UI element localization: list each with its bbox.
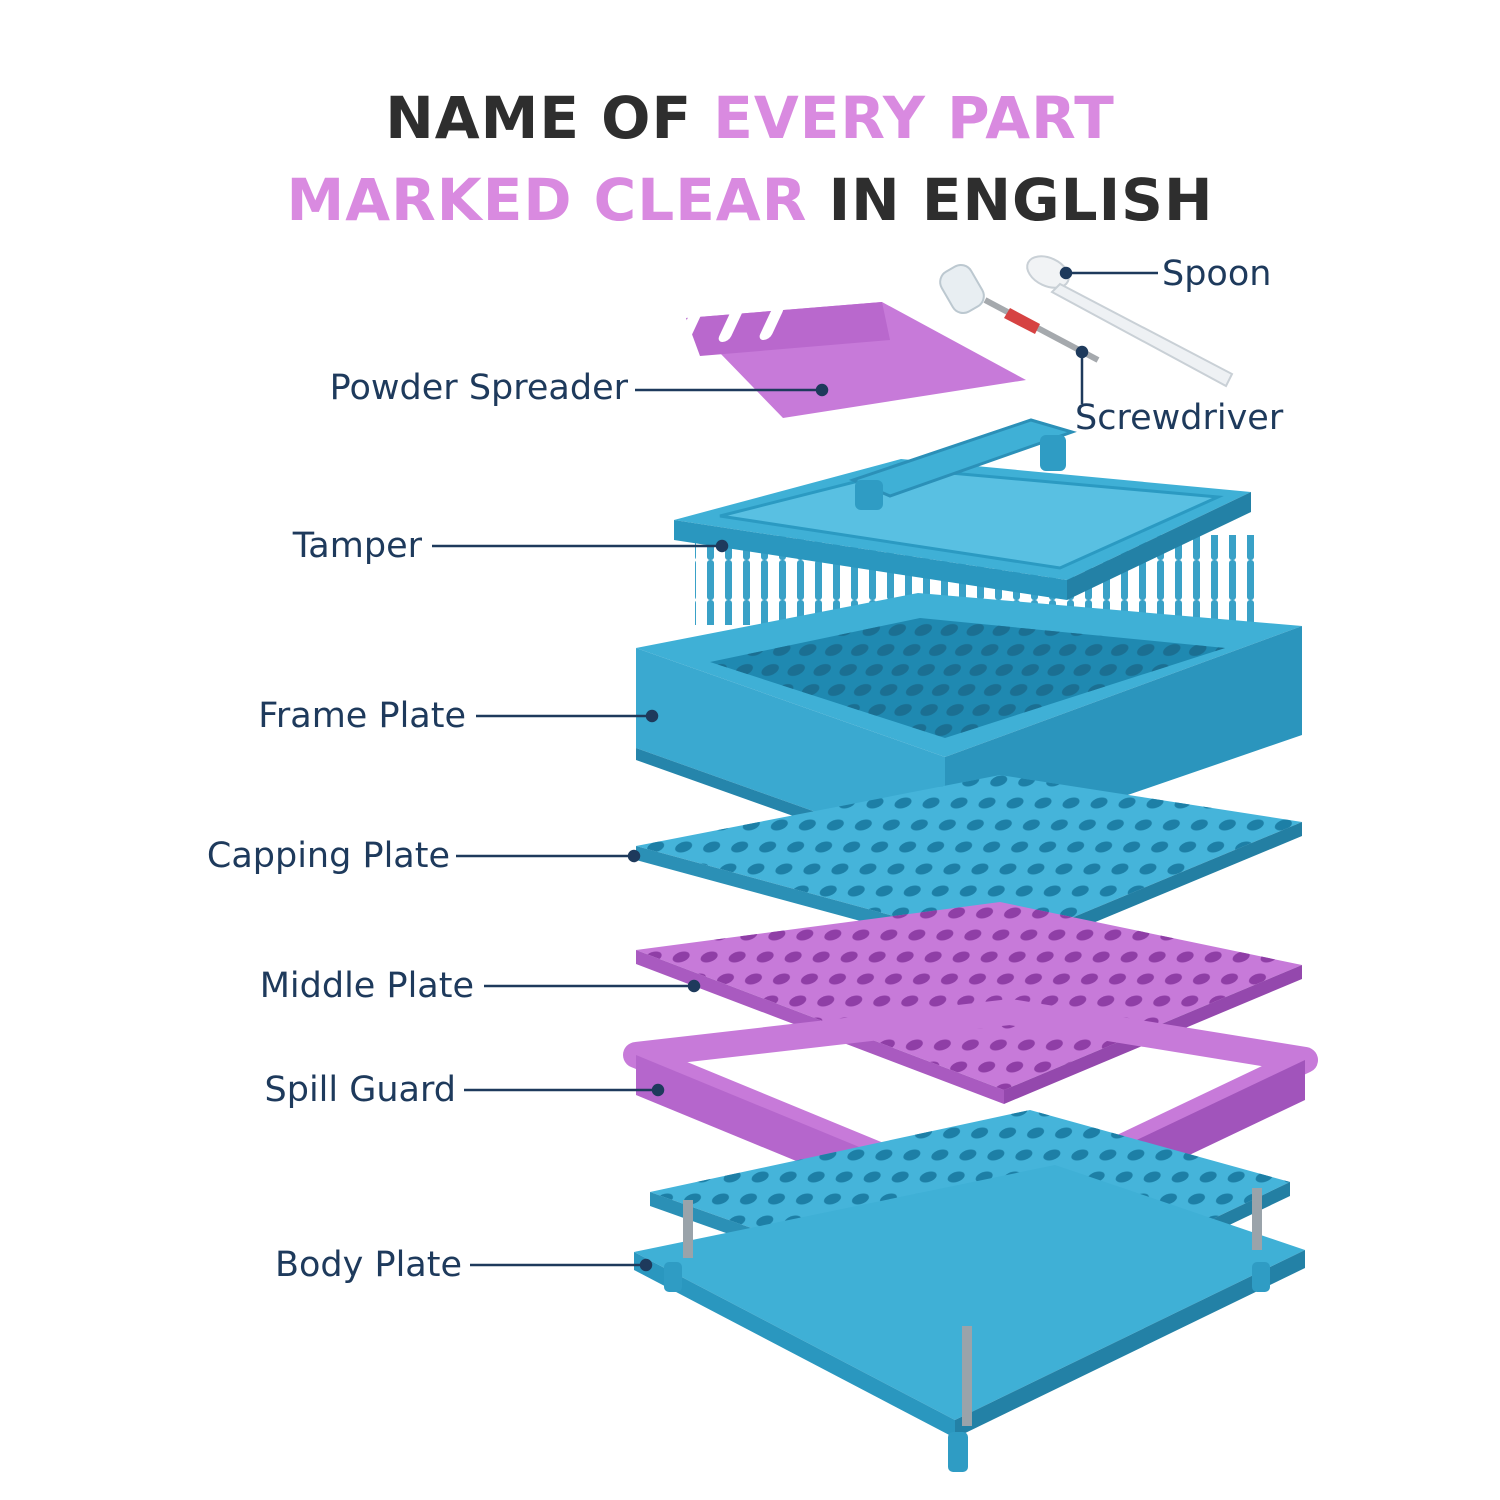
powder-spreader-leader-dot — [815, 383, 829, 397]
tamper-part — [674, 418, 1255, 625]
body-plate-part — [634, 1110, 1305, 1472]
label-capping-plate: Capping Plate — [206, 836, 450, 876]
spoon-part — [1026, 255, 1234, 388]
label-spoon: Spoon — [1162, 254, 1272, 294]
tamper-leader-dot — [715, 539, 729, 553]
headline-line-1: NAME OF EVERY PART — [0, 84, 1500, 152]
middle-plate-leader-dot — [687, 979, 701, 993]
headline-accent-text-2: MARKED CLEAR — [286, 166, 808, 234]
label-tamper: Tamper — [292, 526, 422, 566]
capping-plate-leader-dot — [627, 849, 641, 863]
body-plate-leader-dot — [639, 1258, 653, 1272]
spoon-leader-dot — [1059, 266, 1073, 280]
label-powder-spreader: Powder Spreader — [329, 368, 628, 408]
label-middle-plate: Middle Plate — [259, 966, 474, 1006]
screwdriver-leader-dot — [1075, 345, 1089, 359]
headline-accent-text-1: EVERY PART — [713, 84, 1115, 152]
label-spill-guard: Spill Guard — [264, 1070, 456, 1110]
leader-lines — [432, 266, 1158, 1272]
headline-dark-text-1: NAME OF — [385, 84, 693, 152]
label-body-plate: Body Plate — [274, 1245, 462, 1285]
spill-guard-leader-dot — [651, 1083, 665, 1097]
headline-dark-text-2: IN ENGLISH — [828, 166, 1214, 234]
middle-plate-part — [636, 902, 1302, 1104]
frame-plate-leader-dot — [645, 709, 659, 723]
headline-line-2: MARKED CLEAR IN ENGLISH — [0, 166, 1500, 234]
label-frame-plate: Frame Plate — [258, 696, 466, 736]
label-screwdriver: Screwdriver — [1075, 398, 1284, 438]
